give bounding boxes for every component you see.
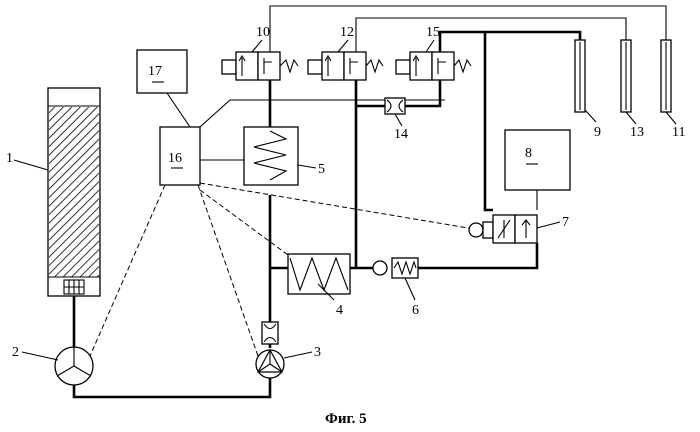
label-16: 16: [168, 151, 182, 166]
panel-17: [137, 50, 187, 93]
label-14: 14: [394, 127, 408, 142]
pump-3: [256, 322, 284, 378]
throttle-14: [385, 98, 405, 114]
heat-exchanger-5: [244, 127, 298, 185]
label-7: 7: [562, 215, 569, 230]
heat-exchanger-4: [288, 254, 350, 294]
label-9: 9: [594, 125, 601, 140]
label-1: 1: [6, 151, 13, 166]
label-5: 5: [318, 162, 325, 177]
valve-12: [308, 52, 383, 80]
label-17: 17: [148, 64, 162, 79]
control-lines: [90, 183, 480, 356]
label-2: 2: [12, 345, 19, 360]
check-valve-6: [373, 258, 418, 278]
valve-10: [222, 52, 298, 80]
unit-8: [505, 130, 570, 190]
valve-15: [396, 52, 471, 80]
indicators: [575, 40, 671, 112]
label-4: 4: [336, 303, 343, 318]
label-10: 10: [256, 25, 270, 40]
label-15: 15: [426, 25, 440, 40]
label-12: 12: [340, 25, 354, 40]
label-8: 8: [525, 146, 532, 161]
label-6: 6: [412, 303, 419, 318]
label-13: 13: [630, 125, 644, 140]
thin-lines: [167, 6, 666, 210]
figure-caption: Фиг. 5: [325, 411, 367, 427]
label-11: 11: [672, 125, 685, 140]
pump-2: [55, 347, 93, 385]
valve-7: [469, 215, 537, 243]
tank-1: [48, 88, 100, 296]
label-3: 3: [314, 345, 321, 360]
